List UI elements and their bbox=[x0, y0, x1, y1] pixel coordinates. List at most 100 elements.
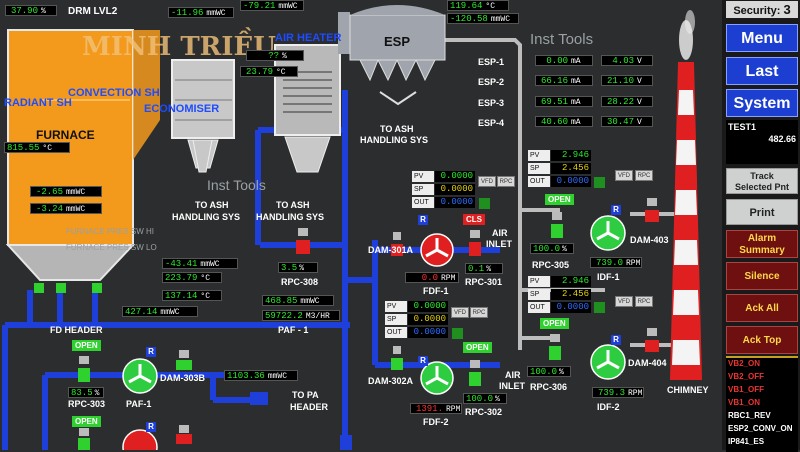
security-level: 3 bbox=[783, 2, 791, 17]
alarm-item[interactable]: VB1_OFF bbox=[728, 385, 765, 394]
inst-tools-watermark-2: Inst Tools bbox=[530, 31, 594, 48]
pa-header-arrow bbox=[250, 392, 268, 405]
idf1-label: IDF-1 bbox=[597, 272, 620, 282]
rpc301-cls-badge: CLS bbox=[463, 214, 485, 225]
ah-pct-readout: ??% bbox=[246, 50, 304, 61]
valve-dam403[interactable] bbox=[645, 198, 659, 222]
print-button[interactable]: Print bbox=[726, 199, 798, 225]
drum-level-label: DRM LVL2 bbox=[68, 6, 118, 17]
pv-tag: PV bbox=[385, 301, 407, 312]
idf1-sp[interactable]: 2.456 bbox=[551, 163, 591, 174]
valve-dam303b[interactable] bbox=[176, 350, 192, 370]
alarm-item[interactable]: RBC1_REV bbox=[728, 411, 771, 420]
valve-rpc304[interactable] bbox=[78, 428, 90, 450]
idf2-sp[interactable]: 2.456 bbox=[551, 289, 591, 300]
dam403-label: DAM-403 bbox=[630, 235, 669, 245]
esp-row-name: ESP-2 bbox=[478, 77, 505, 87]
esp-label: ESP bbox=[384, 34, 411, 49]
furnace-damper-2[interactable] bbox=[56, 283, 66, 293]
economiser bbox=[171, 59, 235, 169]
valve-rpc306[interactable] bbox=[549, 334, 561, 360]
furnace-damper-1[interactable] bbox=[34, 283, 44, 293]
security-label: Security: bbox=[733, 5, 781, 17]
fdf1-vfd-button[interactable]: VFD bbox=[478, 176, 496, 187]
fdf2-auto-check[interactable] bbox=[452, 328, 463, 339]
idf2-remote-badge: R bbox=[611, 335, 621, 345]
valve-dam302a[interactable] bbox=[391, 346, 403, 370]
eco-ash-label-1: TO ASH bbox=[195, 200, 229, 210]
idf2-vfd-button[interactable]: VFD bbox=[615, 296, 633, 307]
rpc305-position: 100.0% bbox=[530, 243, 574, 254]
alarm-item[interactable]: VB2_ON bbox=[728, 359, 761, 368]
inst-tools-watermark-1: Inst Tools bbox=[207, 177, 266, 193]
esp-row-name: ESP-3 bbox=[478, 98, 505, 108]
fdf2-rpc-button[interactable]: RPC bbox=[470, 307, 488, 318]
fdf1-label: FDF-1 bbox=[423, 286, 449, 296]
valve-rpc302[interactable] bbox=[469, 360, 481, 386]
alarm-summary-button[interactable]: Alarm Summary bbox=[726, 230, 798, 258]
valve-dam304b[interactable] bbox=[176, 425, 192, 444]
idf2-rpc-button[interactable]: RPC bbox=[635, 296, 653, 307]
security-indicator: Security: 3 bbox=[726, 1, 798, 18]
track-label: Track bbox=[750, 171, 774, 181]
fdf1-auto-check[interactable] bbox=[479, 198, 490, 209]
valve-rpc303[interactable] bbox=[78, 356, 90, 382]
air-inlet-2-label-b: INLET bbox=[499, 381, 525, 391]
alarm-item[interactable]: VB2_OFF bbox=[728, 372, 765, 381]
idf1-out[interactable]: 0.0000 bbox=[551, 176, 591, 187]
idf1-auto-check[interactable] bbox=[594, 177, 605, 188]
fdf2-out[interactable]: 0.0000 bbox=[408, 327, 448, 338]
alarm-label: Alarm bbox=[747, 233, 777, 244]
system-button[interactable]: System bbox=[726, 89, 798, 117]
paf-section-label: PAF - 1 bbox=[278, 325, 309, 335]
ack-top-button[interactable]: Ack Top bbox=[726, 326, 798, 354]
duct-outlet bbox=[340, 435, 352, 450]
fdf2-sp[interactable]: 0.0000 bbox=[408, 314, 448, 325]
paf1-fan bbox=[122, 358, 158, 394]
fdf1-rpc-button[interactable]: RPC bbox=[497, 176, 515, 187]
idf1-rpc-button[interactable]: RPC bbox=[635, 170, 653, 181]
valve-dam301a[interactable] bbox=[391, 232, 403, 256]
valve-rpc308[interactable] bbox=[296, 228, 310, 254]
ah-ash-label-2: HANDLING SYS bbox=[256, 212, 325, 222]
menu-button[interactable]: Menu bbox=[726, 24, 798, 52]
silence-button[interactable]: Silence bbox=[726, 262, 798, 290]
fdf2-vfd-button[interactable]: VFD bbox=[451, 307, 469, 318]
valve-rpc305[interactable] bbox=[551, 212, 563, 238]
summary-label: Summary bbox=[739, 245, 785, 256]
ack-all-button[interactable]: Ack All bbox=[726, 294, 798, 322]
rpc303-open-badge: OPEN bbox=[72, 340, 101, 351]
alarm-item[interactable]: ESP2_CONV_ON bbox=[728, 424, 793, 433]
idf2-out[interactable]: 0.0000 bbox=[551, 302, 591, 313]
idf1-vfd-button[interactable]: VFD bbox=[615, 170, 633, 181]
fdf2-pv: 0.0000 bbox=[408, 301, 448, 312]
out-tag: OUT bbox=[528, 176, 550, 187]
alarm-item[interactable]: IP841_ES bbox=[728, 437, 765, 446]
dam301a-remote-badge: R bbox=[418, 215, 428, 225]
furnace-damper-3[interactable] bbox=[92, 283, 102, 293]
alarm-item[interactable]: VB1_ON bbox=[728, 398, 761, 407]
valve-dam404[interactable] bbox=[645, 328, 659, 352]
sp-tag: SP bbox=[528, 163, 550, 174]
fdf1-sp[interactable]: 0.0000 bbox=[435, 184, 475, 195]
idf1-remote-badge: R bbox=[611, 205, 621, 215]
paf2-fan bbox=[122, 429, 158, 450]
valve-rpc301[interactable] bbox=[469, 230, 481, 256]
pv-tag: PV bbox=[412, 171, 434, 182]
dam302a-label: DAM-302A bbox=[368, 376, 414, 386]
idf1-fan bbox=[590, 215, 626, 251]
rpc305-label: RPC-305 bbox=[532, 260, 570, 270]
idf2-auto-check[interactable] bbox=[594, 302, 605, 313]
track-selected-button[interactable]: Track Selected Pnt bbox=[726, 168, 798, 194]
last-button[interactable]: Last bbox=[726, 57, 798, 85]
rpc302-position: 100.0% bbox=[463, 393, 507, 404]
fdf1-out[interactable]: 0.0000 bbox=[435, 197, 475, 208]
air-inlet-1-label-a: AIR bbox=[492, 228, 508, 238]
